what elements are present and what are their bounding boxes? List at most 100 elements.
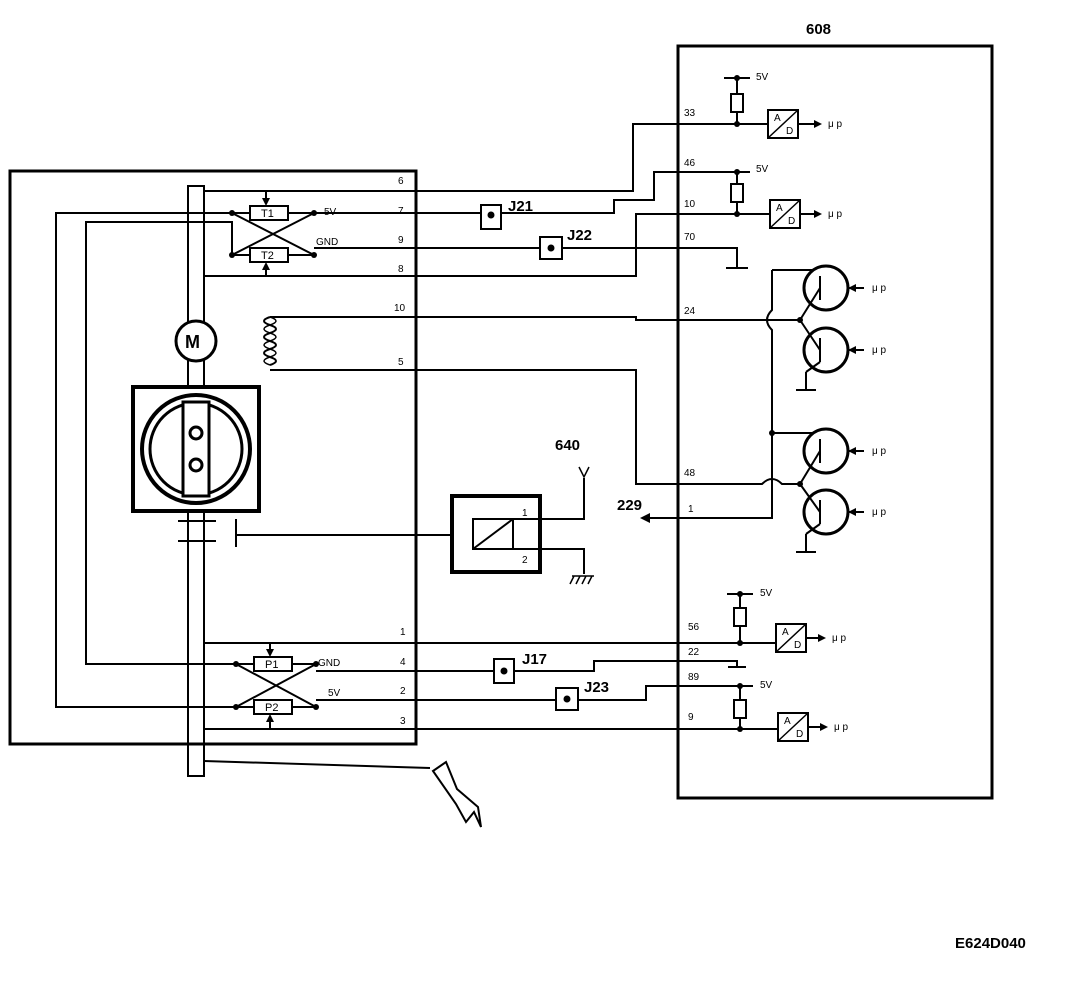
pedal-cable bbox=[203, 760, 431, 769]
ecu-pin-56: 56 bbox=[688, 622, 700, 633]
ad-a-1: A bbox=[774, 113, 781, 124]
ecu-input-10 bbox=[724, 169, 822, 229]
ad-d-1: D bbox=[786, 126, 793, 137]
actuator-coil bbox=[263, 316, 277, 366]
track-t1-label: T1 bbox=[261, 208, 274, 220]
relay-pin-1: 1 bbox=[522, 508, 528, 519]
ecu-pin-10: 10 bbox=[684, 199, 696, 210]
accelerator-pedal bbox=[431, 760, 482, 828]
mup-2: μ p bbox=[828, 209, 843, 220]
mup-4: μ p bbox=[872, 345, 887, 356]
t-gnd-label: GND bbox=[316, 237, 338, 248]
t2-wiper bbox=[204, 264, 267, 277]
relay-box bbox=[450, 494, 542, 574]
ecu-5v-3: 5V bbox=[760, 588, 773, 599]
relay-ground-symbol bbox=[569, 575, 594, 585]
pin-1-label: 1 bbox=[400, 627, 406, 638]
p-node-2 bbox=[313, 661, 319, 667]
p-node-4 bbox=[313, 704, 319, 710]
pin-2-label: 2 bbox=[400, 686, 406, 697]
ecu-input-33 bbox=[724, 75, 822, 139]
mup-8: μ p bbox=[834, 722, 849, 733]
mup-3: μ p bbox=[872, 283, 887, 294]
ecu-h-bridge bbox=[758, 264, 864, 553]
ecu-5v-4: 5V bbox=[760, 680, 773, 691]
relay-pin-2: 2 bbox=[522, 555, 528, 566]
p2-wiper-arrow bbox=[266, 714, 274, 722]
pin-4-label: 4 bbox=[400, 657, 406, 668]
pin-7-label: 7 bbox=[398, 206, 404, 217]
p-gnd-label: GND bbox=[318, 658, 340, 669]
t2-wiper-arrow bbox=[262, 262, 270, 270]
throttle-plate bbox=[181, 400, 211, 498]
throttle-pivot-bottom bbox=[188, 457, 204, 473]
wire-10-24 bbox=[270, 316, 758, 321]
actuator-housing bbox=[8, 169, 418, 746]
wire-9-70 bbox=[314, 247, 738, 268]
ecu-5v-1: 5V bbox=[756, 72, 769, 83]
connector-j22-label: J22 bbox=[567, 227, 592, 244]
connector-j23: J23 bbox=[555, 679, 609, 711]
t-node-4 bbox=[311, 252, 317, 258]
wire-229-1 bbox=[648, 433, 773, 519]
wire-5-48 bbox=[270, 369, 758, 485]
mup-5: μ p bbox=[872, 446, 887, 457]
ecu-input-56 bbox=[727, 591, 826, 653]
connector-j17-label: J17 bbox=[522, 651, 547, 668]
ecu-label: 608 bbox=[806, 21, 831, 38]
ecu-pin-9: 9 bbox=[688, 712, 694, 723]
connector-j17: J17 bbox=[493, 651, 547, 684]
wire-7-46 bbox=[314, 171, 737, 214]
ecu-pin-22: 22 bbox=[688, 647, 700, 658]
relay-wire-ground bbox=[513, 548, 585, 574]
ecu-pin-70: 70 bbox=[684, 232, 696, 243]
t-track-leads bbox=[232, 212, 314, 256]
wire-6-33 bbox=[204, 123, 737, 192]
p2-wiper bbox=[204, 716, 271, 730]
loop-5v bbox=[55, 212, 236, 708]
wire-8-10 bbox=[266, 213, 737, 277]
ecu-pin-1: 1 bbox=[688, 504, 694, 515]
ad-a-2: A bbox=[776, 203, 783, 214]
t1-wiper-arrow bbox=[262, 198, 270, 206]
pin-3-label: 3 bbox=[400, 716, 406, 727]
figure-code: E624D040 bbox=[955, 935, 1026, 952]
connector-j21-label: J21 bbox=[508, 198, 533, 215]
ecu-pin-89: 89 bbox=[688, 672, 700, 683]
ref-229-label: 229 bbox=[617, 497, 642, 514]
pin-8-label: 8 bbox=[398, 264, 404, 275]
t-track-cross bbox=[231, 212, 315, 256]
relay-coil bbox=[472, 518, 514, 550]
ref-640-label: 640 bbox=[555, 437, 580, 454]
pin-6-label: 6 bbox=[398, 176, 404, 187]
throttle-bore-outer bbox=[140, 393, 252, 505]
ref-640-arrow bbox=[578, 466, 590, 479]
p1-wiper-arrow bbox=[266, 649, 274, 657]
connector-j22: J22 bbox=[539, 227, 592, 260]
ecu-5v-2: 5V bbox=[756, 164, 769, 175]
wire-2-89 bbox=[316, 685, 740, 701]
motor-label: M bbox=[185, 332, 200, 352]
ecu-pin-48: 48 bbox=[684, 468, 696, 479]
connector-j21: J21 bbox=[480, 198, 533, 230]
ecu-pin-33: 33 bbox=[684, 108, 696, 119]
ad-a-3: A bbox=[782, 627, 789, 638]
relay-coil-diag bbox=[472, 518, 514, 550]
track-t2-label: T2 bbox=[261, 250, 274, 262]
ecu-input-9 bbox=[733, 683, 828, 742]
pin-5-label: 5 bbox=[398, 357, 404, 368]
p-track-leads bbox=[236, 663, 316, 708]
relay-wire-640 bbox=[513, 478, 585, 520]
mup-6: μ p bbox=[872, 507, 887, 518]
t1-wiper bbox=[204, 190, 267, 204]
track-p2-label: P2 bbox=[265, 702, 278, 714]
ecu-608-box bbox=[676, 44, 994, 800]
motor-symbol bbox=[174, 319, 218, 363]
p-5v-label: 5V bbox=[328, 688, 341, 699]
track-p1-label: P1 bbox=[265, 659, 278, 671]
ref-229-arrow bbox=[640, 513, 650, 523]
ad-d-3: D bbox=[794, 640, 801, 651]
ecu-pin-46: 46 bbox=[684, 158, 696, 169]
ecu-pin-24: 24 bbox=[684, 306, 696, 317]
